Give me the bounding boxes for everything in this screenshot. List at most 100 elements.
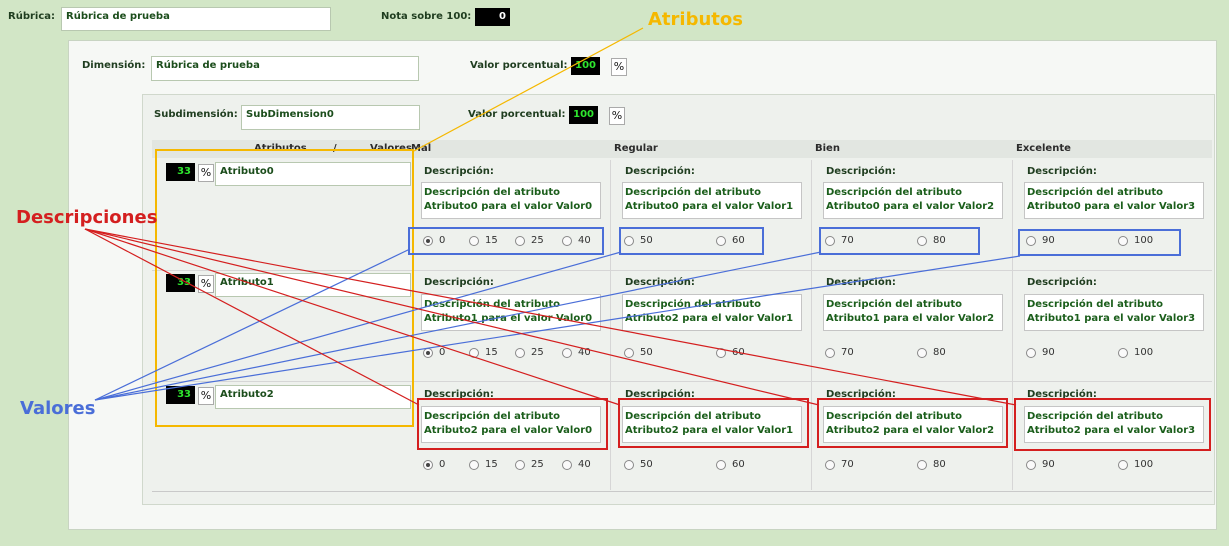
dimension-label: Dimensión: xyxy=(82,60,146,71)
valores-highlight-box xyxy=(408,227,604,255)
desc-label: Descripción: xyxy=(826,389,896,400)
radio-option[interactable]: 70 xyxy=(825,235,854,246)
description-field[interactable]: Descripción del atributo Atributo2 para … xyxy=(622,406,802,443)
attribute-weight[interactable]: 33 xyxy=(166,274,195,292)
valores-highlight-box xyxy=(619,227,764,255)
radio-option[interactable]: 25 xyxy=(515,235,544,246)
radio-selected-icon xyxy=(423,459,433,470)
grid-line xyxy=(152,381,1212,382)
radio-option[interactable]: 25 xyxy=(515,459,544,470)
radio-option[interactable]: 50 xyxy=(624,459,653,470)
radio-option[interactable]: 60 xyxy=(716,459,745,470)
descripciones-highlight-box xyxy=(417,398,608,450)
atributos-callout: Atributos xyxy=(648,9,743,30)
attribute-name-input[interactable]: Atributo0 xyxy=(215,162,411,186)
description-field[interactable]: Descripción del atributo Atributo0 para … xyxy=(823,182,1003,219)
radio-option[interactable]: 100 xyxy=(1118,235,1153,246)
nota-value: 0 xyxy=(475,8,510,26)
radio-option[interactable]: 80 xyxy=(917,235,946,246)
description-field[interactable]: Descripción del atributo Atributo1 para … xyxy=(1024,294,1204,331)
desc-label: Descripción: xyxy=(826,277,896,288)
dimension-pct-value[interactable]: 100 xyxy=(571,57,600,75)
radio-option[interactable]: 50 xyxy=(624,347,653,358)
radio-option[interactable]: 25 xyxy=(515,347,544,358)
radio-option[interactable]: 70 xyxy=(825,347,854,358)
radio-option[interactable]: 0 xyxy=(423,235,445,246)
valores-highlight-box xyxy=(1018,229,1181,256)
percent-icon[interactable]: % xyxy=(609,107,625,125)
desc-label: Descripción: xyxy=(1027,389,1097,400)
radio-option[interactable]: 90 xyxy=(1026,459,1055,470)
description-field[interactable]: Descripción del atributo Atributo1 para … xyxy=(421,294,601,331)
header-col-excelente: Excelente xyxy=(1016,143,1071,154)
nota-label: Nota sobre 100: xyxy=(381,11,472,22)
dimension-input[interactable]: Rúbrica de prueba xyxy=(151,56,419,81)
rubrica-input[interactable]: Rúbrica de prueba xyxy=(61,7,331,31)
radio-option[interactable]: 70 xyxy=(825,459,854,470)
grid-line xyxy=(1012,160,1013,490)
header-col-regular: Regular xyxy=(614,143,658,154)
subdimension-pct-label: Valor porcentual: xyxy=(468,109,566,120)
percent-icon[interactable]: % xyxy=(198,164,214,182)
atributos-highlight-box xyxy=(155,149,414,427)
header-col-bien: Bien xyxy=(815,143,840,154)
valores-callout: Valores xyxy=(20,398,96,419)
attribute-weight[interactable]: 33 xyxy=(166,386,195,404)
description-field[interactable]: Descripción del atributo Atributo0 para … xyxy=(1024,182,1204,219)
radio-option[interactable]: 100 xyxy=(1118,347,1153,358)
desc-label: Descripción: xyxy=(625,389,695,400)
attribute-name-input[interactable]: Atributo2 xyxy=(215,385,411,409)
table-header-bg xyxy=(152,140,1212,158)
dimension-pct-label: Valor porcentual: xyxy=(470,60,568,71)
radio-option[interactable]: 90 xyxy=(1026,235,1055,246)
desc-label: Descripción: xyxy=(826,166,896,177)
header-valores: Valores xyxy=(370,143,412,154)
subdimension-label: Subdimensión: xyxy=(154,109,238,120)
radio-option[interactable]: 15 xyxy=(469,235,498,246)
percent-icon[interactable]: % xyxy=(611,58,627,76)
description-field[interactable]: Descripción del atributo Atributo0 para … xyxy=(622,182,802,219)
radio-option[interactable]: 100 xyxy=(1118,459,1153,470)
radio-option[interactable]: 0 xyxy=(423,459,445,470)
radio-option[interactable]: 80 xyxy=(917,459,946,470)
radio-option[interactable]: 80 xyxy=(917,347,946,358)
description-field[interactable]: Descripción del atributo Atributo2 para … xyxy=(622,294,802,331)
descripciones-callout: Descripciones xyxy=(16,207,158,228)
radio-option[interactable]: 60 xyxy=(716,235,745,246)
desc-label: Descripción: xyxy=(1027,277,1097,288)
desc-label: Descripción: xyxy=(424,166,494,177)
radio-option[interactable]: 40 xyxy=(562,347,591,358)
header-col-mal: Mal xyxy=(411,143,432,154)
desc-label: Descripción: xyxy=(424,277,494,288)
descripciones-highlight-box xyxy=(1014,398,1211,451)
header-atributos: Atributos xyxy=(254,143,307,154)
description-field[interactable]: Descripción del atributo Atributo2 para … xyxy=(823,406,1003,443)
percent-icon[interactable]: % xyxy=(198,387,214,405)
grid-line xyxy=(811,160,812,490)
subdimension-input[interactable]: SubDimension0 xyxy=(241,105,420,130)
radio-selected-icon xyxy=(423,235,433,246)
header-slash: / xyxy=(333,143,337,154)
description-field[interactable]: Descripción del atributo Atributo2 para … xyxy=(421,406,601,443)
desc-label: Descripción: xyxy=(424,389,494,400)
description-field[interactable]: Descripción del atributo Atributo1 para … xyxy=(823,294,1003,331)
radio-option[interactable]: 40 xyxy=(562,459,591,470)
descripciones-highlight-box xyxy=(817,398,1008,448)
grid-line xyxy=(610,160,611,490)
rubrica-label: Rúbrica: xyxy=(8,11,56,22)
grid-line xyxy=(152,491,1212,492)
radio-option[interactable]: 15 xyxy=(469,459,498,470)
desc-label: Descripción: xyxy=(625,277,695,288)
desc-label: Descripción: xyxy=(625,166,695,177)
valores-highlight-box xyxy=(819,227,980,255)
description-field[interactable]: Descripción del atributo Atributo0 para … xyxy=(421,182,601,219)
grid-line xyxy=(152,270,1212,271)
subdimension-pct-value[interactable]: 100 xyxy=(569,106,598,124)
radio-option[interactable]: 50 xyxy=(624,235,653,246)
desc-label: Descripción: xyxy=(1027,166,1097,177)
description-field[interactable]: Descripción del atributo Atributo2 para … xyxy=(1024,406,1204,443)
radio-option[interactable]: 90 xyxy=(1026,347,1055,358)
attribute-weight[interactable]: 33 xyxy=(166,163,195,181)
radio-option[interactable]: 40 xyxy=(562,235,591,246)
